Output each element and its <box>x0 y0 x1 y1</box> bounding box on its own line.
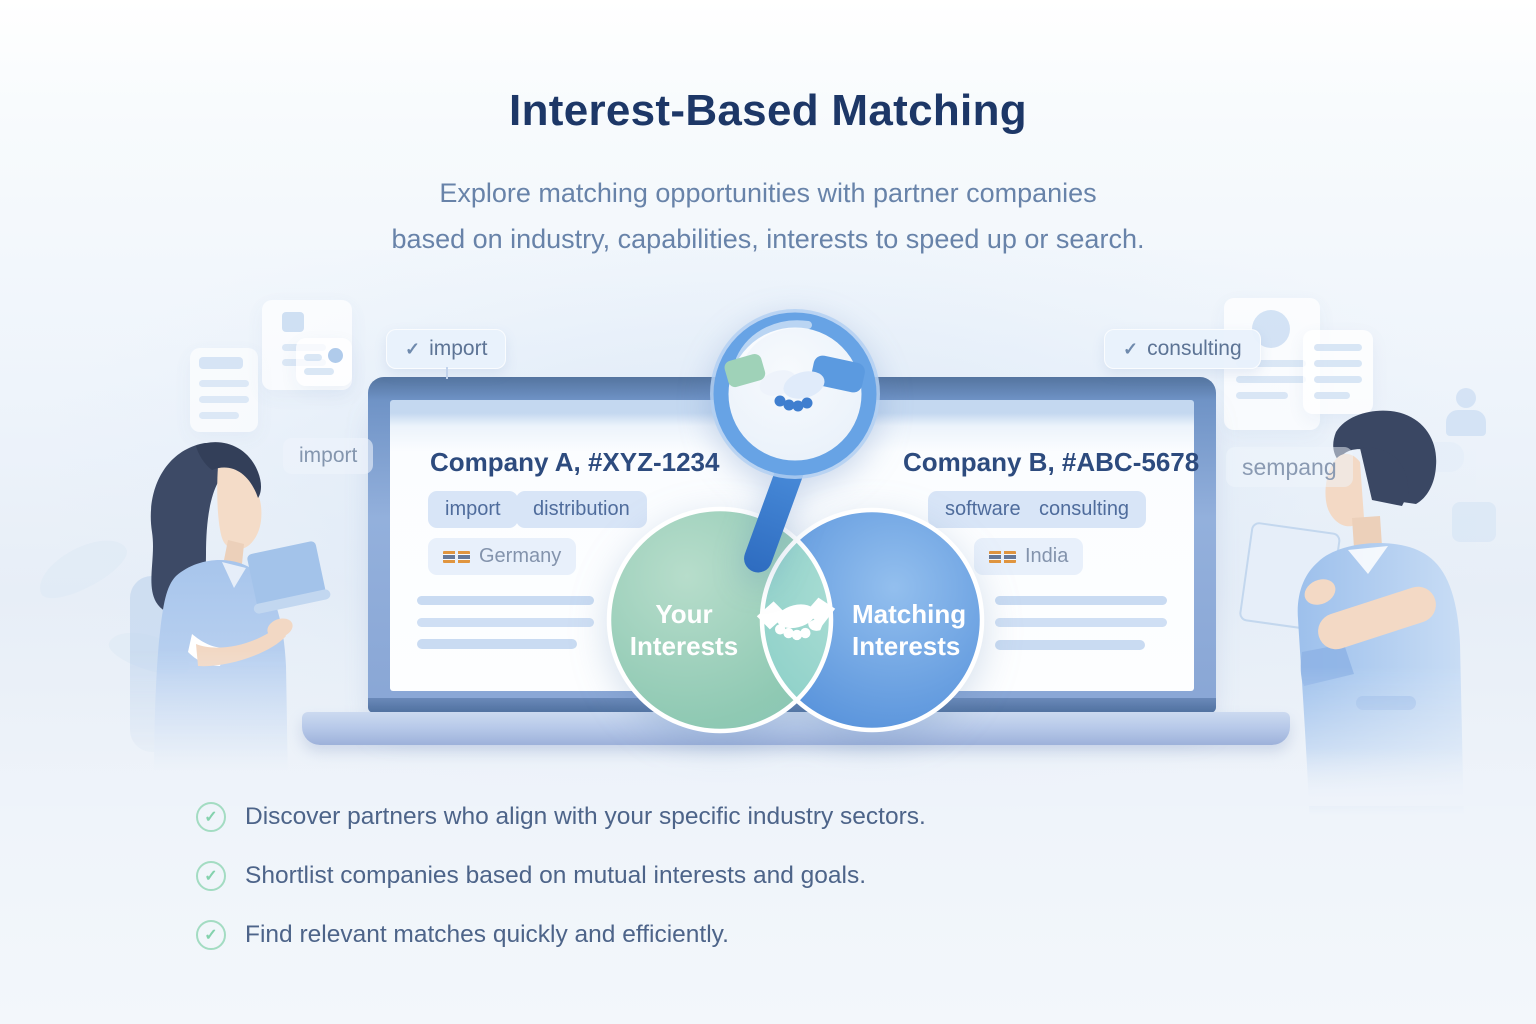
company-b-tag-software: software <box>928 491 1038 528</box>
skeleton-line <box>995 618 1167 627</box>
handshake-icon <box>756 597 836 641</box>
tag-connector-line <box>446 367 448 379</box>
company-a-title: Company A, #XYZ-1234 <box>430 447 720 477</box>
company-b-country-label: India <box>1025 545 1069 567</box>
float-tag-import-faded: import <box>283 438 374 474</box>
mini-handshake <box>724 353 865 412</box>
skeleton-line <box>417 618 594 627</box>
scene-bottom-fade <box>0 748 1536 806</box>
germany-flag-icon <box>443 550 470 563</box>
venn-right-label: Matching Interests <box>852 599 967 661</box>
deco-location-card <box>296 338 352 386</box>
float-tag-import: ✓ import <box>386 329 507 369</box>
check-circle-icon: ✓ <box>196 861 226 891</box>
feature-item: ✓ Find relevant matches quickly and effi… <box>196 920 926 950</box>
left-person-illustration <box>130 442 331 782</box>
company-a-tag-distribution: distribution <box>516 491 647 528</box>
float-tag-import-label: import <box>429 337 488 360</box>
skeleton-line <box>995 640 1145 650</box>
feature-list: ✓ Discover partners who align with your … <box>196 802 926 950</box>
feature-text: Discover partners who align with your sp… <box>245 803 926 830</box>
deco-document-card <box>1303 330 1373 414</box>
deco-person-icon <box>1444 388 1488 436</box>
india-flag-icon <box>989 550 1016 563</box>
page-subtitle: Explore matching opportunities with part… <box>0 170 1536 262</box>
check-circle-icon: ✓ <box>196 802 226 832</box>
venn-left-label: Your Interests <box>629 599 739 661</box>
float-tag-sempang: sempang <box>1226 447 1353 487</box>
skeleton-line <box>995 596 1167 605</box>
laptop-base <box>302 712 1290 745</box>
magnifier-handshake-icon <box>710 309 880 573</box>
held-laptop-shape <box>247 541 331 614</box>
float-tag-consulting: ✓ consulting <box>1104 329 1261 369</box>
skeleton-line <box>417 639 577 649</box>
company-b-tag-consulting: consulting <box>1022 491 1147 528</box>
company-a-tag-import: import <box>428 491 518 528</box>
deco-grid-icon <box>1452 502 1496 542</box>
feature-text: Shortlist companies based on mutual inte… <box>245 862 867 889</box>
subtitle-line-2: based on industry, capabilities, interes… <box>391 224 1145 254</box>
check-icon: ✓ <box>1123 338 1139 359</box>
company-b-title: Company B, #ABC-5678 <box>903 447 1200 477</box>
subtitle-line-1: Explore matching opportunities with part… <box>439 178 1097 208</box>
company-b-country: India <box>974 538 1084 575</box>
float-tag-consulting-label: consulting <box>1147 337 1242 360</box>
deco-document-card <box>190 348 258 432</box>
company-a-country-label: Germany <box>479 545 562 567</box>
company-a-country: Germany <box>428 538 577 575</box>
venn-diagram <box>606 506 985 734</box>
skeleton-line <box>417 596 594 605</box>
check-icon: ✓ <box>405 338 421 359</box>
feature-item: ✓ Shortlist companies based on mutual in… <box>196 861 926 891</box>
check-circle-icon: ✓ <box>196 920 226 950</box>
feature-text: Find relevant matches quickly and effici… <box>245 921 729 948</box>
page-title: Interest-Based Matching <box>509 86 1027 135</box>
feature-item: ✓ Discover partners who align with your … <box>196 802 926 832</box>
